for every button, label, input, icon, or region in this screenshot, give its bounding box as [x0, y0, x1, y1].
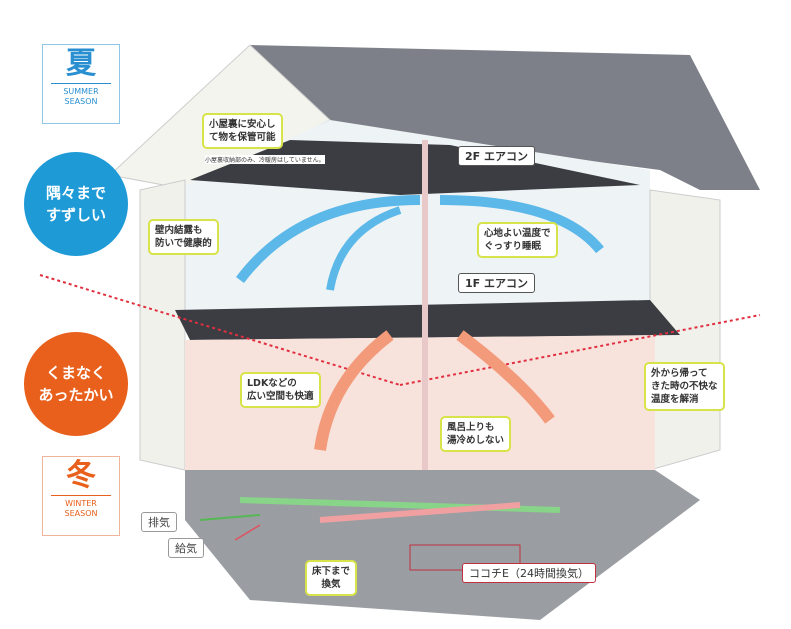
note-sleep: 心地よい温度で ぐっすり睡眠: [477, 222, 558, 258]
note-bath: 風呂上りも 湯冷めしない: [440, 416, 512, 452]
summer-circle: 隅々まで すずしい: [24, 152, 128, 256]
note-wall: 壁内結露も 防いで健康的: [148, 219, 219, 255]
summer-season-badge: 夏 SUMMER SEASON: [42, 44, 120, 124]
cool-air-arrow: [326, 206, 402, 291]
winter-season-badge: 冬 WINTER SEASON: [42, 456, 120, 536]
cool-air-arrow: [236, 195, 421, 284]
note-underfloor: 床下まで 換気: [305, 560, 358, 596]
cool-air-arrow: [439, 195, 604, 254]
roof: [200, 45, 760, 190]
note-attic: 小屋裏に安心し て物を保管可能: [202, 113, 283, 149]
winter-label: WINTER SEASON: [51, 495, 111, 519]
warm-air-arrow: [314, 330, 394, 451]
ventilation-system-label: ココチE（24時間換気）: [462, 563, 596, 583]
2f-aircon-label: 2F エアコン: [458, 146, 535, 166]
note-attic-sub: 小屋裏収納部のみ、冷暖房はしていません。: [205, 155, 325, 164]
exhaust-label: 排気: [141, 512, 177, 532]
note-return: 外から帰って きた時の不快な 温度を解消: [644, 362, 725, 411]
note-ldk: LDKなどの 広い空間も快適: [240, 372, 321, 408]
first-floor-room: [185, 335, 655, 470]
summer-label: SUMMER SEASON: [51, 83, 111, 107]
winter-kanji: 冬: [66, 458, 96, 493]
1f-aircon-label: 1F エアコン: [458, 273, 535, 293]
summer-kanji: 夏: [66, 46, 96, 81]
attic-floor: [190, 140, 640, 195]
winter-circle: くまなく あったかい: [24, 332, 128, 436]
supply-label: 給気: [168, 538, 204, 558]
warm-air-arrow: [456, 330, 555, 424]
